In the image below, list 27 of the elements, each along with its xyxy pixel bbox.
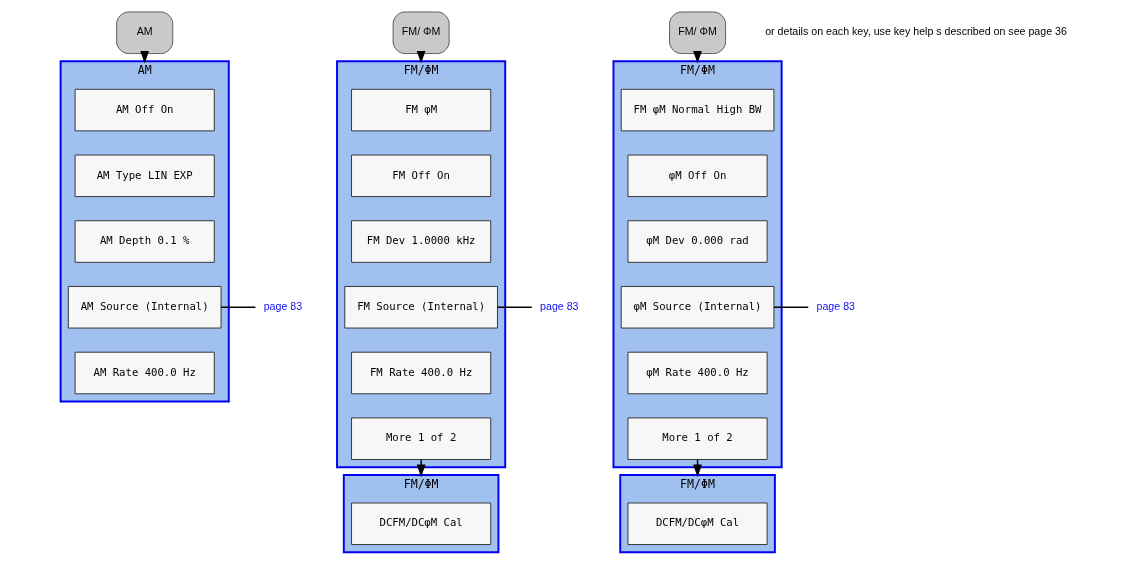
connector: [220, 306, 257, 308]
label: or details on each key, use key help s described on see page 36: [765, 25, 1067, 38]
node-box: FM Off On: [351, 154, 492, 198]
node-box: φM Dev 0.000 rad: [627, 220, 768, 263]
node-box: AM Rate 400.0 Hz: [74, 351, 215, 395]
node-box: φM Rate 400.0 Hz: [627, 351, 768, 395]
node-box: AM Type LIN EXP: [74, 154, 215, 198]
node-box: More 1 of 2: [627, 417, 768, 460]
node-box: AM Depth 0.1 %: [74, 220, 215, 263]
node-box: FM φM: [351, 88, 492, 132]
node-box: DCFM/DCφM Cal: [627, 502, 768, 546]
node-box: FM Source (Internal): [344, 286, 498, 329]
node-box: AM Off On: [74, 88, 215, 132]
node-box: FM Dev 1.0000 kHz: [351, 220, 492, 263]
node-box: DCFM/DCφM Cal: [351, 502, 492, 546]
node-text: page 83: [540, 299, 579, 312]
node-box: AM Source (Internal): [67, 286, 222, 329]
node-box: FM φM Normal High BW: [620, 88, 775, 132]
node-box: FM Rate 400.0 Hz: [351, 351, 492, 395]
node-text: page 83: [263, 299, 303, 312]
node-box: More 1 of 2: [351, 417, 492, 460]
node-text: page 83: [816, 299, 855, 312]
node-box: φM Source (Internal): [620, 286, 775, 329]
connector: [773, 306, 809, 308]
connector: [496, 306, 533, 308]
node-box: φM Off On: [627, 154, 768, 198]
arrow: [416, 459, 426, 478]
